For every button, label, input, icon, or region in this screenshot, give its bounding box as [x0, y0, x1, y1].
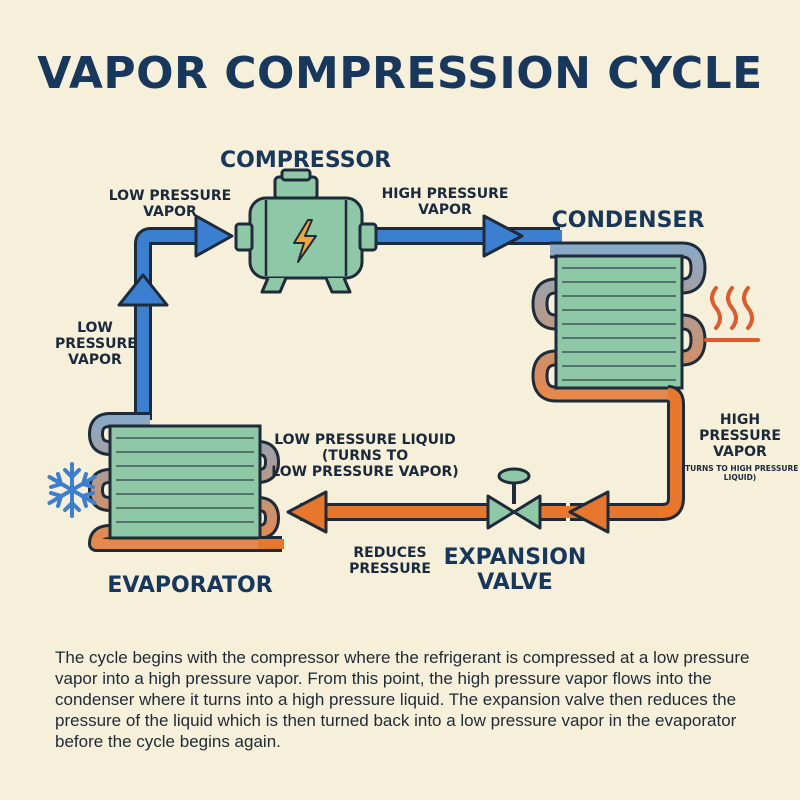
high-pressure-liquid-pipe: [538, 385, 685, 534]
flow-arrow-up: [117, 273, 169, 307]
low-pressure-liquid-pipe: [286, 490, 490, 534]
high-pressure-vapor-right-label: HIGH PRESSURE VAPOR: [699, 412, 781, 461]
diagram-title: VAPOR COMPRESSION CYCLE: [37, 48, 763, 99]
flow-arrow-left-2: [286, 490, 328, 534]
evaporator-label: EVAPORATOR: [107, 573, 273, 598]
high-pressure-vapor-note: (TURNS TO HIGH PRESSURE LIQUID): [681, 464, 799, 482]
low-pressure-vapor-top-label: LOW PRESSURE VAPOR: [108, 188, 232, 221]
flow-arrow-left-1: [568, 490, 610, 534]
compressor-label: COMPRESSOR: [220, 148, 392, 173]
high-pressure-vapor-top-label: HIGH PRESSURE VAPOR: [381, 186, 509, 219]
low-pressure-liquid-label: LOW PRESSURE LIQUID (TURNS TO LOW PRESSU…: [271, 432, 459, 481]
valve-icon: [486, 467, 542, 530]
evaporator-coil: [88, 412, 284, 552]
condenser-label: CONDENSER: [551, 208, 705, 233]
heat-waves-icon: [704, 286, 760, 342]
snowflake-icon: [47, 462, 97, 518]
low-pressure-vapor-pipe: [117, 214, 234, 420]
condenser-coil: [531, 241, 707, 403]
flow-arrow-right-1: [194, 214, 234, 258]
low-pressure-vapor-left-label: LOW PRESSURE VAPOR: [55, 320, 137, 369]
compressor-unit: [234, 168, 378, 294]
lightning-bolt-icon: [293, 219, 317, 263]
reduces-pressure-label: REDUCES PRESSURE: [349, 545, 431, 578]
cycle-diagram: [47, 168, 760, 552]
high-pressure-vapor-pipe: [370, 214, 562, 258]
expansion-valve-label: EXPANSION VALVE: [443, 545, 587, 596]
flow-arrow-right-2: [482, 214, 524, 258]
cycle-description: The cycle begins with the compressor whe…: [55, 648, 750, 751]
